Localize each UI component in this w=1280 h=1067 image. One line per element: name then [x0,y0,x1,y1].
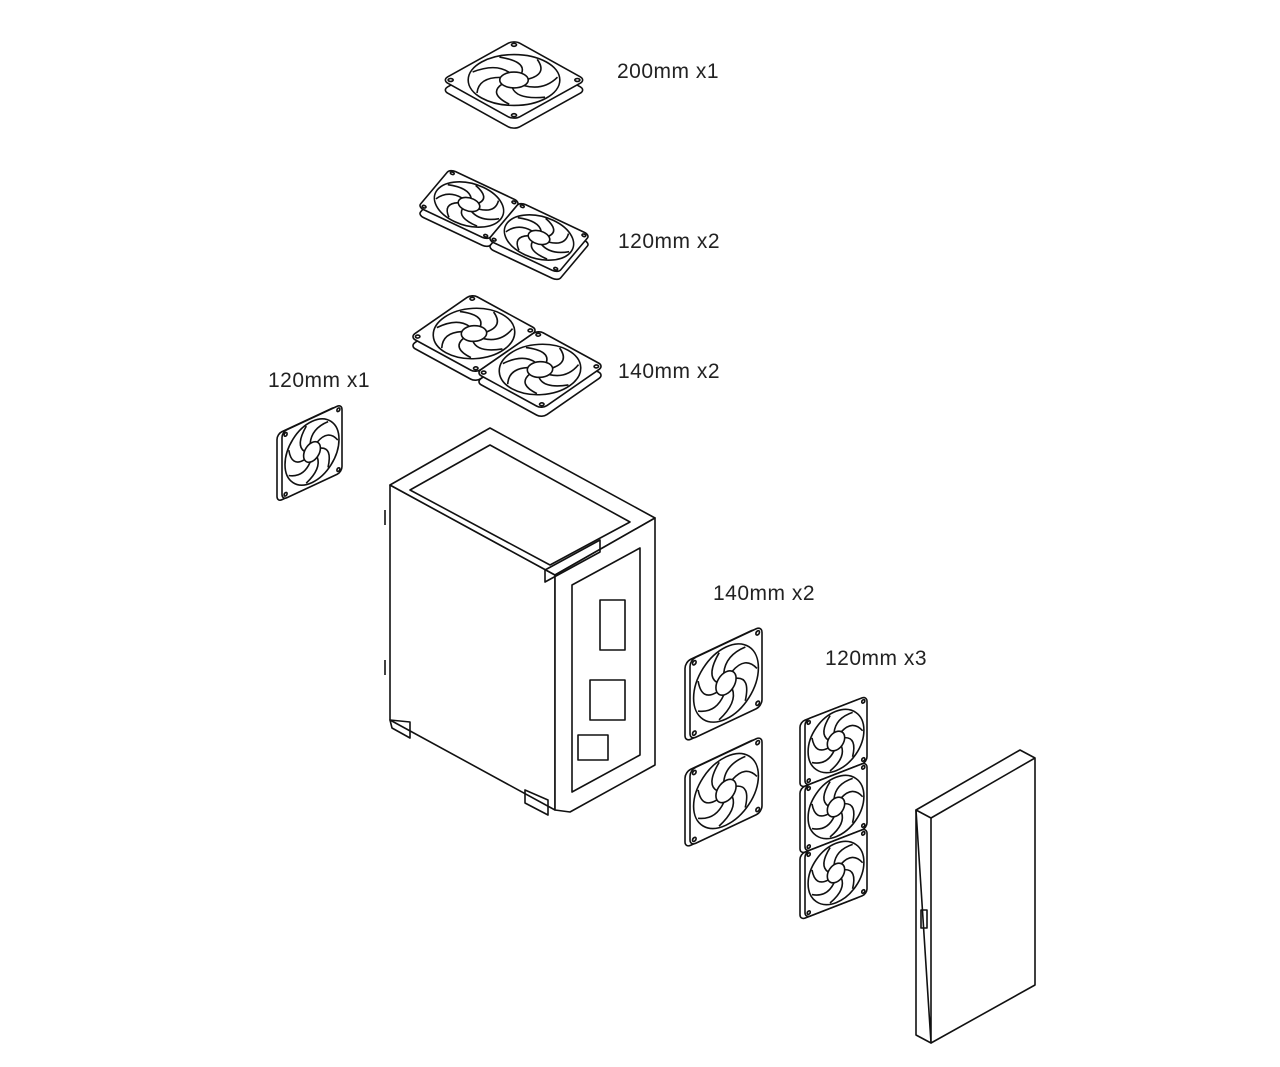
pc-case [384,427,656,816]
case-top-panel [409,444,631,566]
fan-140mm-top-2 [476,330,604,418]
label-front-120mm: 120mm x3 [825,647,928,670]
label-top-140mm: 140mm x2 [618,360,721,383]
side-glass-panel [915,749,1036,1044]
case-motherboard-tray [571,547,641,793]
case-cutout [599,599,626,651]
case-io-panel [544,539,601,583]
fan-140mm-front-2 [685,736,762,848]
fan-120mm-rear [277,404,342,502]
label-rear-120mm: 120mm x1 [268,369,371,392]
case-psu-area [577,734,609,761]
case-open-side [554,517,656,813]
fan-120mm-top-2 [488,202,590,281]
case-foot [524,789,549,816]
fan-140mm-front-1 [685,626,762,742]
label-top-120mm: 120mm x2 [618,230,721,253]
fan-200mm-top [442,40,586,130]
fan-120mm-front-3 [800,828,867,920]
case-cutout [589,679,626,721]
case-foot [389,719,411,739]
fan-120mm-front-1 [800,696,867,788]
label-front-140mm: 140mm x2 [713,582,816,605]
label-top-200mm: 200mm x1 [617,60,720,83]
